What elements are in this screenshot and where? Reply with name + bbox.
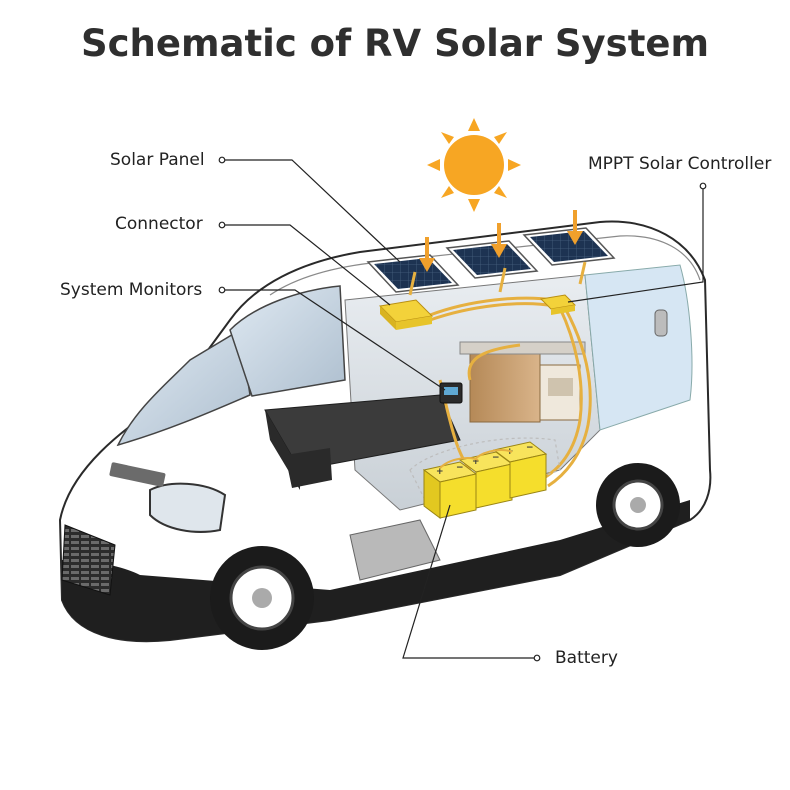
front-wheel: [210, 546, 314, 650]
solar-panel-2: [445, 240, 539, 279]
svg-text:−: −: [456, 463, 464, 473]
solar-panels: [366, 227, 616, 293]
svg-text:−: −: [492, 453, 500, 463]
batteries: +− +− +−: [409, 437, 561, 519]
connector-box: [378, 299, 434, 330]
system-monitor-device: [439, 382, 463, 404]
label-solar-panel: Solar Panel: [110, 150, 205, 170]
wiring: [408, 261, 592, 488]
solar-panel-1: [366, 254, 460, 293]
sunlight-arrows: [419, 210, 583, 272]
label-battery: Battery: [555, 648, 618, 668]
mppt-controller-box: [539, 294, 577, 315]
label-system-monitors: System Monitors: [60, 280, 203, 300]
battery-1: [422, 461, 478, 519]
label-connector: Connector: [115, 214, 203, 234]
sun-icon: [427, 118, 521, 212]
svg-text:+: +: [472, 457, 480, 467]
van-body: [58, 220, 712, 643]
leader-lines: [218, 156, 707, 662]
rear-wheel: [596, 463, 680, 547]
svg-text:+: +: [436, 467, 444, 477]
svg-text:−: −: [526, 443, 534, 453]
diagram-title: Schematic of RV Solar System: [80, 22, 710, 65]
label-mppt-controller: MPPT Solar Controller: [588, 154, 772, 174]
battery-3: [492, 441, 548, 499]
solar-panel-3: [522, 227, 616, 266]
